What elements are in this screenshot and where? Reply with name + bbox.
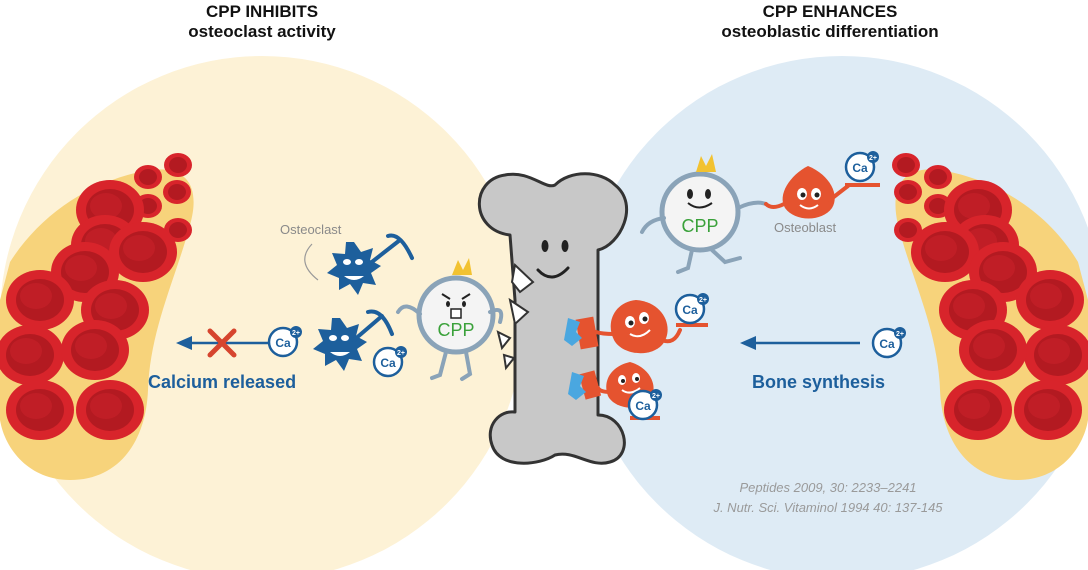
cpp-mascot-label: CPP (681, 216, 718, 236)
left-blood-vessel (0, 153, 194, 480)
calcium-ion-right-top (844, 151, 879, 183)
osteoblast-middle (564, 300, 708, 354)
cpp-mascot-right (640, 154, 768, 274)
left-title-line1: CPP INHIBITS (205, 2, 319, 21)
calcium-charge-label: 2+ (292, 330, 300, 337)
calcium-ion-label: Ca (275, 336, 291, 350)
calcium-ion-left-1 (267, 326, 302, 358)
osteoblast-top (764, 166, 880, 219)
cpp-mascot-label: CPP (437, 320, 474, 340)
reference-2: J. Nutr. Sci. Vitaminol 1994 40: 137-145 (713, 500, 943, 515)
left-panel-title: CPP INHIBITS osteoclast activity (132, 2, 392, 42)
right-panel-title: CPP ENHANCES osteoblastic differentiatio… (680, 2, 980, 42)
calcium-ion-right-middle (674, 293, 709, 325)
calcium-released-label: Calcium released (148, 372, 297, 392)
cpp-mascot-left (396, 258, 504, 381)
osteoclast-pointer-line (304, 243, 319, 281)
calcium-charge-label: 2+ (869, 155, 877, 162)
calcium-ion-right-arrow-start (871, 327, 906, 359)
calcium-ion-left-2 (372, 346, 407, 378)
right-title-line1: CPP ENHANCES (762, 2, 898, 21)
calcium-charge-label: 2+ (652, 393, 660, 400)
osteoblast-label: Osteoblast (774, 220, 837, 235)
calcium-ion-right-bottom (627, 389, 662, 421)
blocked-cross-icon (207, 328, 237, 358)
calcium-charge-label: 2+ (699, 297, 707, 304)
calcium-ion-label: Ca (380, 356, 396, 370)
calcium-ion-label: Ca (635, 399, 651, 413)
calcium-ion-label: Ca (682, 303, 698, 317)
calcium-ion-label: Ca (852, 161, 868, 175)
bone-synthesis-arrow (740, 336, 860, 350)
osteoclast-bottom (313, 309, 394, 371)
calcium-release-arrow (176, 336, 268, 350)
osteoclast-top (327, 233, 414, 295)
bone-synthesis-label: Bone synthesis (752, 372, 886, 392)
right-blood-vessel (892, 153, 1088, 480)
calcium-ion-label: Ca (879, 337, 895, 351)
calcium-charge-label: 2+ (397, 350, 405, 357)
osteoclast-label: Osteoclast (280, 222, 342, 237)
reference-1: Peptides 2009, 30: 2233–2241 (739, 480, 917, 495)
calcium-charge-label: 2+ (896, 331, 904, 338)
references: Peptides 2009, 30: 2233–2241 J. Nutr. Sc… (688, 478, 968, 518)
right-title-line2: osteoblastic differentiation (721, 22, 939, 41)
left-title-line2: osteoclast activity (188, 22, 336, 41)
